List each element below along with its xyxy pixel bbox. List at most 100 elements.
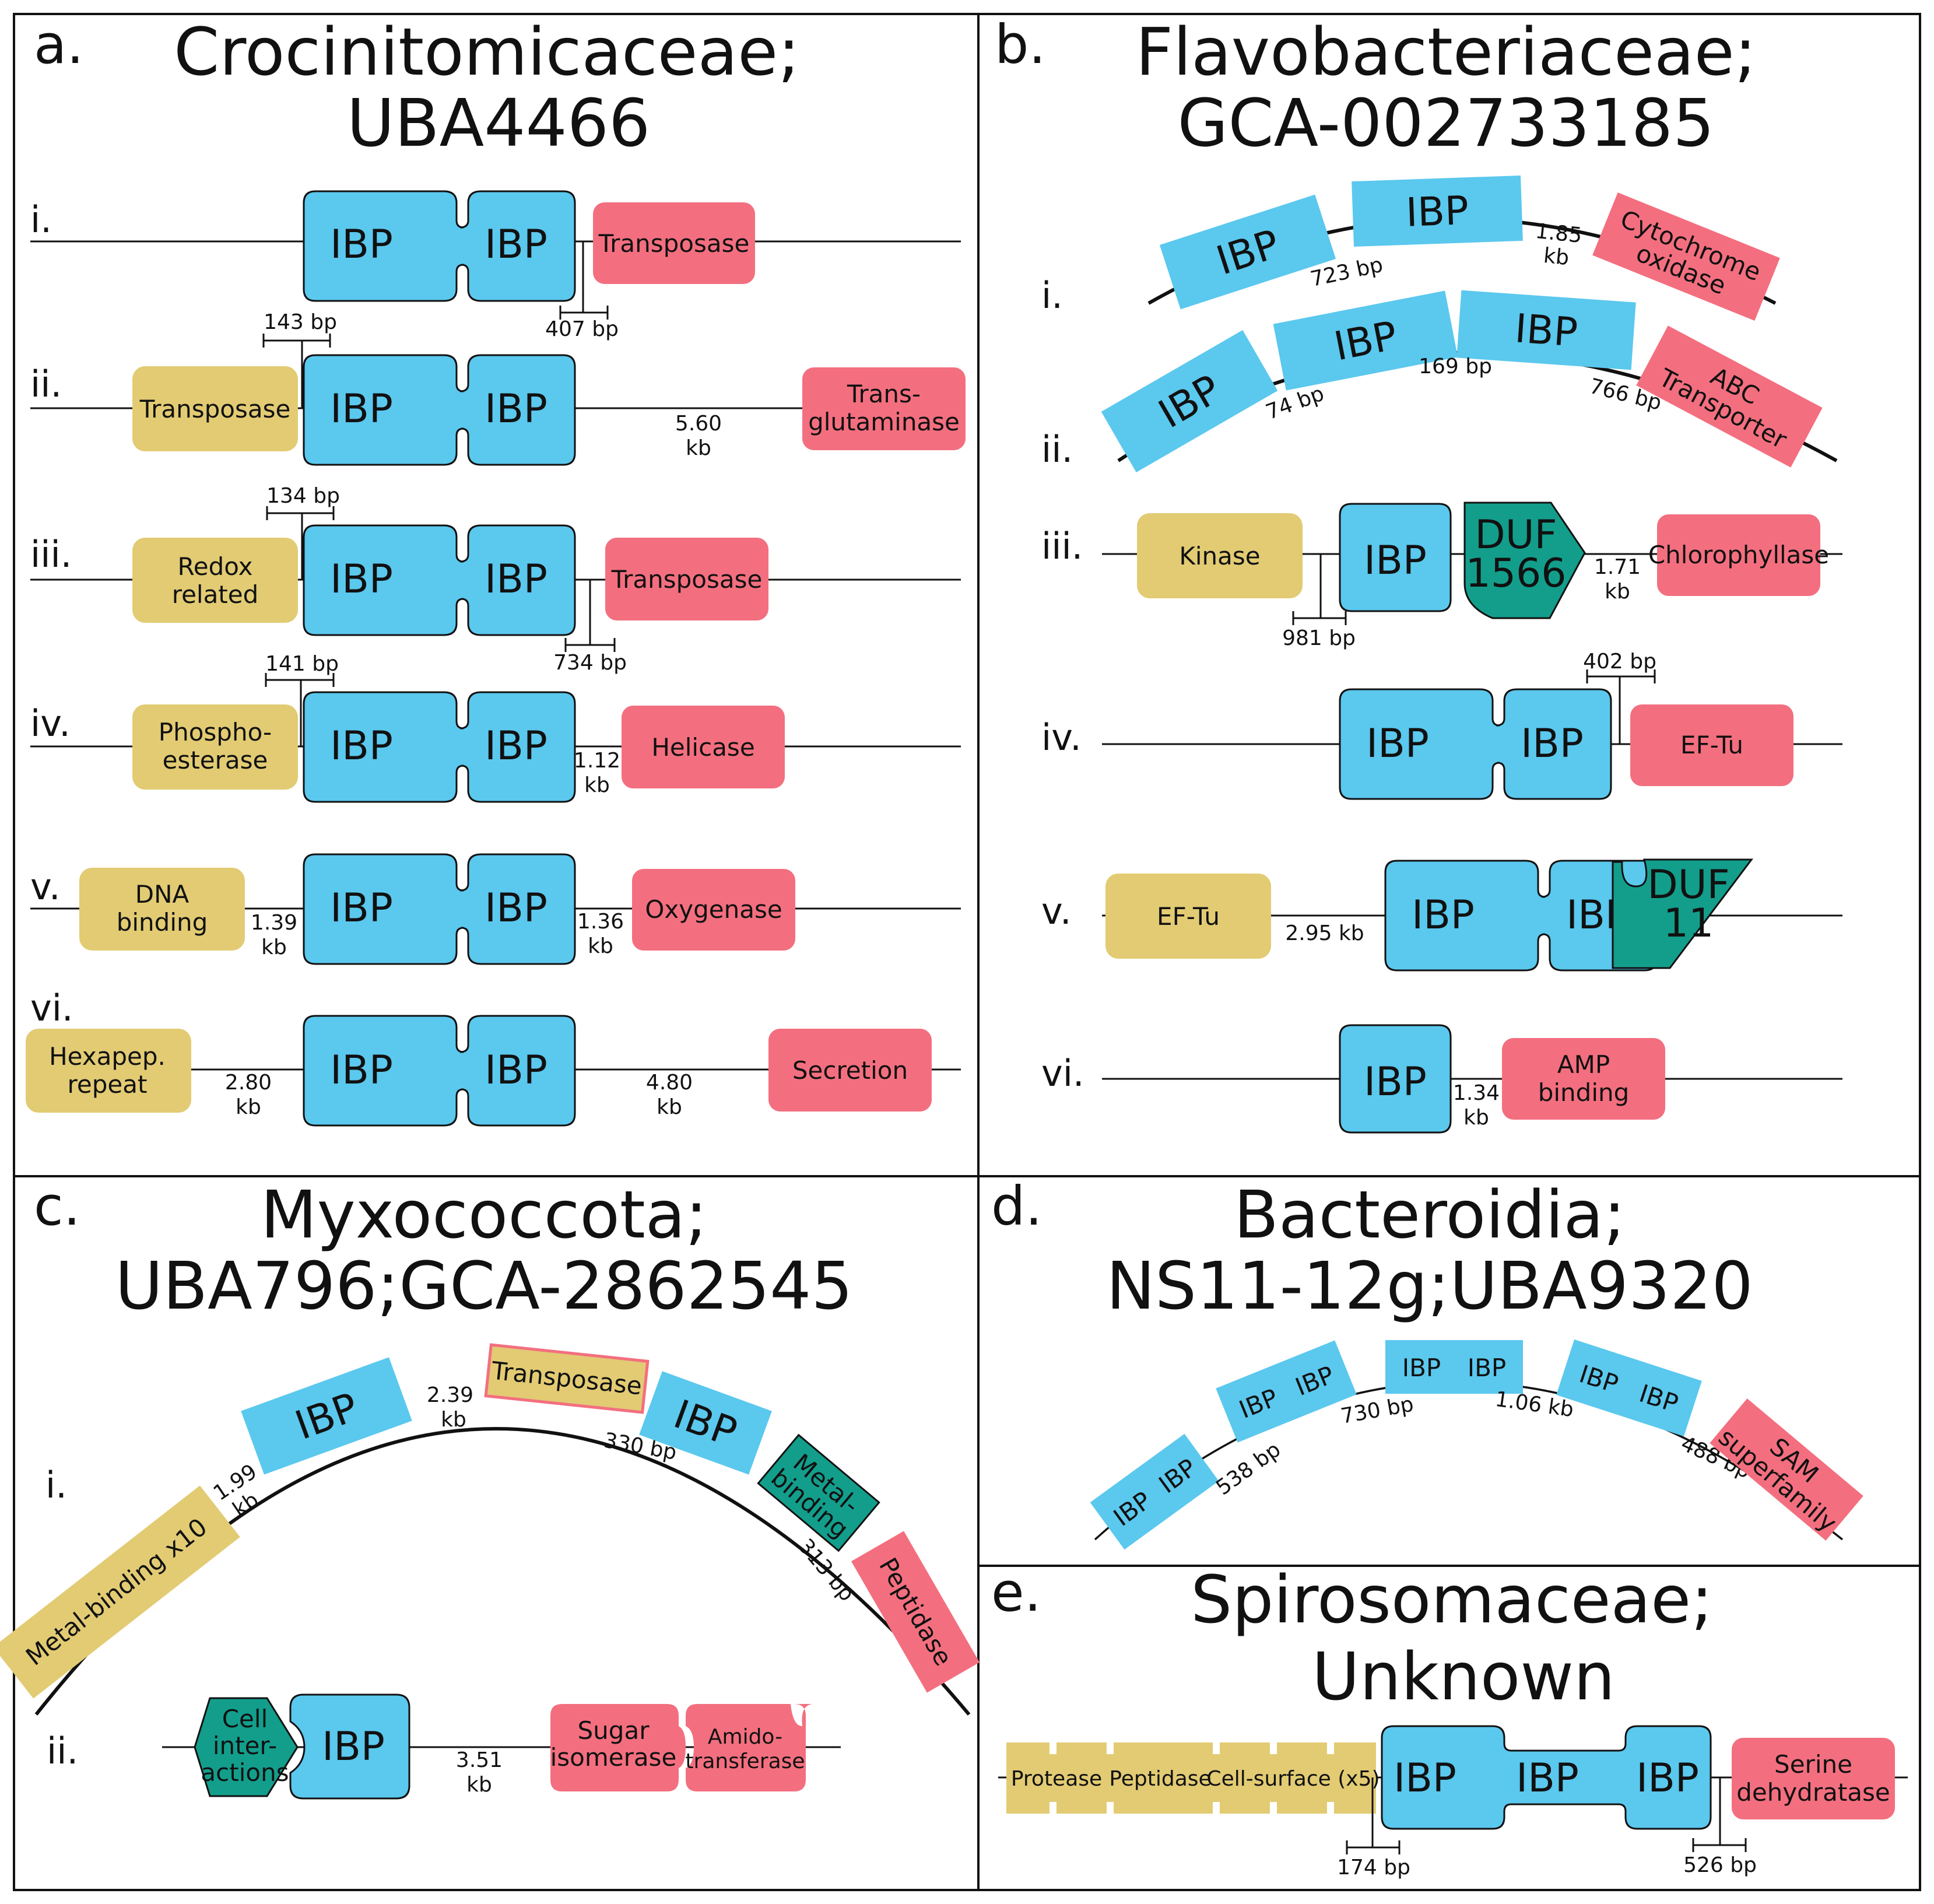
duf-label: DUF — [1475, 512, 1557, 558]
row-label: iii. — [1041, 525, 1083, 567]
gene-protease-peptidase-cell-surface — [1006, 1742, 1376, 1814]
panel-letter: b. — [995, 13, 1046, 76]
gene-label: Transposase — [139, 395, 291, 423]
distance-label: 2.95 kb — [1285, 921, 1364, 945]
distance-label: 169 bp — [1419, 355, 1492, 378]
gene-label: Chlorophyllase — [1648, 541, 1829, 569]
text-label: Metal-binding x10 — [20, 1513, 212, 1671]
gene-label: Transposase — [598, 229, 750, 258]
row-label: ii. — [30, 363, 62, 405]
ibp-domain-label: IBP — [1364, 1059, 1427, 1105]
distance-label: 174 bp — [1337, 1856, 1410, 1880]
distance-label: 2.80 — [225, 1071, 272, 1095]
ibp-domain — [1101, 330, 1278, 472]
gene-label: Peptidase — [1109, 1767, 1211, 1791]
distance-label: 981 bp — [1282, 626, 1356, 650]
gene-label: Amido- — [708, 1725, 782, 1749]
distance-label: 134 bp — [266, 484, 340, 508]
panel-title: Spirosomaceae; — [1191, 1562, 1713, 1638]
gene-oxygenase — [632, 869, 795, 951]
distance-label: 1.12 — [574, 749, 620, 773]
distance-label: 3.51 — [456, 1748, 503, 1772]
gene-cytochrome-oxidase — [1592, 192, 1780, 321]
ibp-domain: IBP — [485, 885, 547, 931]
row-label: ii. — [1041, 428, 1073, 471]
row-label: iv. — [1041, 716, 1082, 759]
ibp-domain: IBP — [485, 723, 547, 769]
row-b-iv: iv. IBP IBP 402 bp EF-Tu — [1041, 650, 1842, 800]
ibp-domain: IBP — [1412, 892, 1475, 938]
duf-label: 11 — [1663, 900, 1714, 946]
ibp-domain-label: IBP — [1636, 1755, 1699, 1801]
gene-ef-tu — [1630, 704, 1793, 786]
row-label: iv. — [30, 702, 71, 745]
row-a-i: i. IBP IBP Transposase 407 bp — [30, 190, 961, 341]
distance-label: 4.80 — [646, 1071, 693, 1095]
row-b-vi: vi. IBP 1.34 kb AMP binding — [1041, 1024, 1842, 1134]
ibp-domain — [1216, 1340, 1357, 1443]
distance-label: kb — [657, 1095, 682, 1119]
gene-sugar-isomerase — [550, 1704, 686, 1791]
cell-label: Cell — [222, 1705, 268, 1733]
panel-b: b. Flavobacteriaceae; GCA-002733185 i. I… — [995, 13, 1842, 1134]
distance-label: 2.39 — [427, 1383, 473, 1407]
cell-label: inter- — [213, 1731, 277, 1760]
gene-label: repeat — [68, 1070, 148, 1099]
panel-letter: e. — [991, 1561, 1041, 1624]
panel-d: d. Bacteroidia; NS11-12g;UBA9320 IBP IBP… — [991, 1175, 1863, 1550]
distance-label: 730 bp — [1339, 1393, 1415, 1429]
distance-label: kb — [441, 1408, 466, 1432]
row-label: vi. — [30, 987, 73, 1029]
panel-frames — [13, 13, 1921, 1891]
gene-label: esterase — [163, 746, 268, 774]
row-a-v: v. DNA binding 1.39 kb IBP IBP 1.36 kb O… — [30, 853, 961, 965]
gene-label: binding — [117, 908, 208, 937]
row-label: i. — [45, 1464, 67, 1506]
gene-peptidase — [851, 1531, 980, 1693]
gene-helicase — [622, 706, 785, 788]
panel-title: Bacteroidia; — [1234, 1177, 1626, 1253]
gene-label: Trans- — [847, 380, 921, 408]
row-b-iii: iii. Kinase 981 bp IBP DUF 1566 1.71 kb … — [1041, 502, 1842, 650]
ibp-domain — [1456, 290, 1636, 370]
gene-transposase — [593, 202, 755, 284]
distance-label: kb — [1605, 580, 1630, 604]
gene-sam-superfamily — [1710, 1398, 1863, 1541]
row-label: v. — [30, 865, 61, 908]
distance-label: kb — [466, 1773, 492, 1797]
distance-label: kb — [1463, 1106, 1489, 1130]
gene-serine-dehydratase — [1732, 1738, 1895, 1819]
row-c-ii: ii. Cell inter- actions IBP 3.51 kb Suga… — [47, 1693, 841, 1800]
ibp-domain — [1381, 1725, 1712, 1830]
gene-label: Helicase — [651, 733, 754, 762]
gene-redox-related — [132, 538, 298, 623]
row-a-iii: 134 bp iii. Redox related IBP IBP Transp… — [30, 484, 961, 675]
ibp-domain — [639, 1371, 772, 1475]
gene-label: Kinase — [1179, 542, 1260, 570]
gene-label: glutaminase — [808, 408, 960, 436]
distance-label: 313 bp — [794, 1534, 859, 1606]
text-label: IBP — [1513, 306, 1579, 356]
distance-label: 5.60 — [675, 412, 722, 436]
panel-a: a. Crocinitomicaceae; UBA4466 i. IBP IBP… — [26, 13, 966, 1127]
gene-transposase — [132, 366, 298, 451]
row-a-iv: 141 bp iv. Phospho- esterase IBP IBP 1.1… — [30, 652, 961, 803]
ibp-domain-label: IBP — [1364, 538, 1427, 584]
panel-title: UBA4466 — [347, 86, 650, 162]
ibp-domain — [1090, 1433, 1219, 1550]
ibp-domain — [289, 1693, 410, 1800]
ibp-domain — [1159, 194, 1336, 310]
gene-amp-binding — [1502, 1038, 1665, 1120]
gene-metal-binding-x10 — [0, 1485, 240, 1699]
gene-label: Cell-surface (x5) — [1206, 1767, 1380, 1791]
distance-label: 407 bp — [545, 317, 619, 341]
gene-label: binding — [1538, 1078, 1630, 1107]
row-label: vi. — [1041, 1052, 1084, 1095]
gene-label: Serine — [1774, 1750, 1852, 1779]
gene-label: AMP — [1557, 1050, 1610, 1079]
ibp-domain-label: IBP — [1516, 1755, 1579, 1801]
panel-title: Flavobacteriaceae; — [1136, 15, 1757, 90]
gene-dna-binding — [79, 868, 245, 951]
text-label: IBP — [1468, 1354, 1507, 1382]
